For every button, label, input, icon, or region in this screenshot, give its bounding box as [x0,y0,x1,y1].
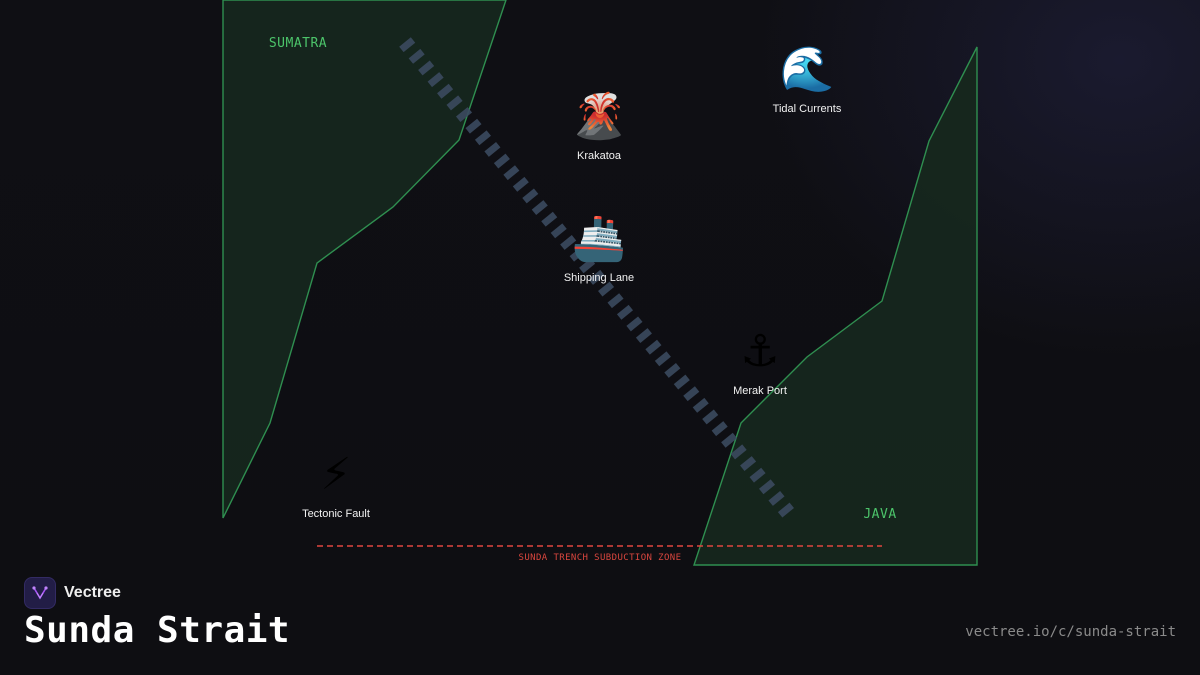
java-landmass [693,46,978,566]
vectree-mark [32,586,48,600]
marker-label-krakatoa: Krakatoa [576,150,622,162]
region-label-java: JAVA [863,507,896,522]
marker-tectonic-fault[interactable]: ⚡ Tectonic Fault [266,449,406,521]
volcano-icon: 🌋 [571,91,627,142]
page-title: Sunda Strait [24,610,291,651]
vectree-logo-icon [24,577,56,609]
marker-krakatoa[interactable]: 🌋 Krakatoa [529,91,669,163]
page-url[interactable]: vectree.io/c/sunda-strait [965,624,1176,640]
marker-label-shipping-lane: Shipping Lane [563,272,635,284]
marker-label-tidal-currents: Tidal Currents [772,103,842,115]
marker-tidal-currents[interactable]: 🌊 Tidal Currents [737,44,877,116]
anchor-icon: ⚓ [740,326,780,377]
lightning-icon: ⚡ [320,449,352,500]
wave-icon: 🌊 [779,44,835,95]
marker-label-tectonic-fault: Tectonic Fault [302,508,370,520]
shipping-lane-route [399,37,796,520]
region-label-sumatra: SUMATRA [269,36,327,51]
ship-icon: 🚢 [571,213,627,264]
trench-label: SUNDA TRENCH SUBDUCTION ZONE [519,553,682,563]
brand-name: Vectree [64,584,121,601]
marker-merak-port[interactable]: ⚓ Merak Port [690,326,830,398]
marker-shipping-lane[interactable]: 🚢 Shipping Lane [529,213,669,285]
sumatra-landmass [222,0,507,519]
brand[interactable]: Vectree [24,577,121,609]
marker-label-merak-port: Merak Port [733,385,787,397]
